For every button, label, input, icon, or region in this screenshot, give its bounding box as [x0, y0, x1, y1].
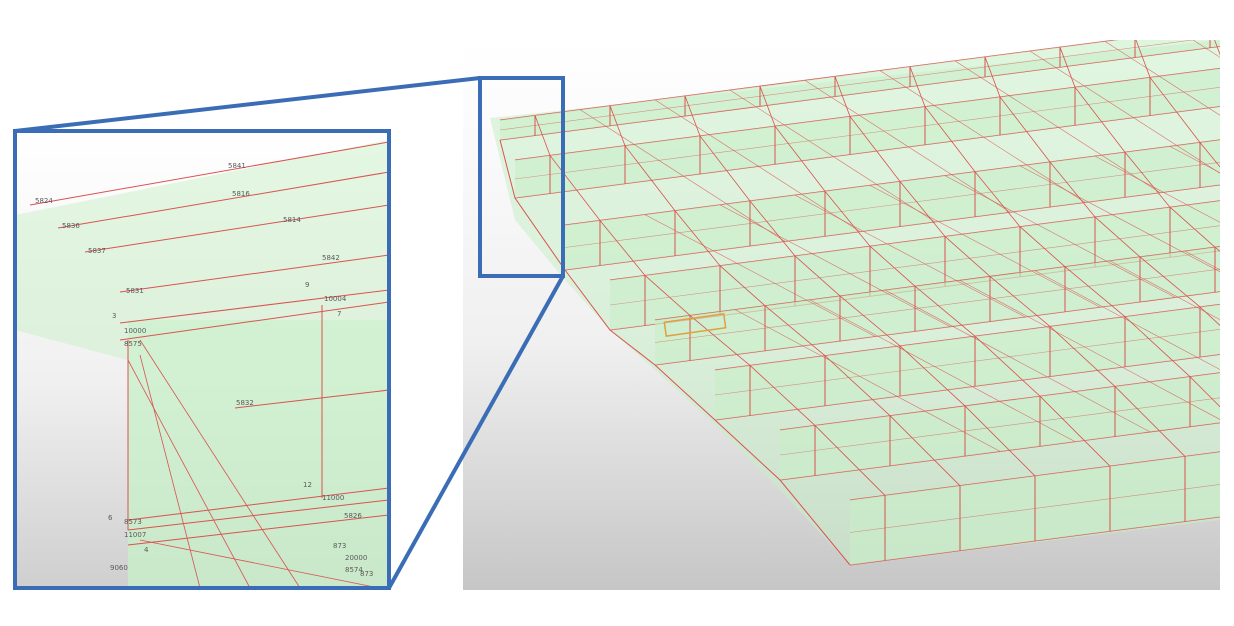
bracing-line	[654, 99, 861, 232]
bracing-line	[1109, 260, 1220, 321]
transverse-grid-line	[984, 56, 1220, 326]
inset-diagonal-line	[139, 539, 382, 588]
highlighted-element	[663, 313, 727, 337]
node-label: 8575	[124, 340, 142, 348]
bracing-line	[579, 109, 786, 242]
transverse-grid-line	[684, 95, 1036, 477]
bracing-line	[944, 175, 1176, 298]
source-region-box	[478, 76, 565, 278]
node-label: 3	[112, 312, 116, 320]
bracing-line	[884, 289, 1151, 433]
girder-mid-line	[564, 162, 1220, 248]
node-label: 10004	[324, 295, 347, 303]
node-label: 9060	[110, 564, 128, 572]
bracing-line	[804, 80, 1011, 213]
bracing-line	[794, 194, 1026, 318]
node-label: 11007	[124, 531, 146, 539]
bracing-line	[1029, 50, 1220, 174]
transverse-grid-line	[909, 66, 1220, 408]
inset-frame	[13, 129, 391, 590]
node-label: 9	[305, 281, 309, 289]
inset-mesh-line	[127, 514, 389, 546]
node-label: 8574	[345, 566, 363, 574]
node-label: 5832	[236, 399, 254, 407]
inset-mesh-line	[57, 171, 389, 229]
transverse-grid-line	[534, 115, 886, 496]
bracing-line	[959, 280, 1220, 420]
inset-web-panel	[128, 320, 389, 588]
inset-mesh-line	[119, 254, 389, 293]
bracing-line	[1104, 41, 1220, 116]
node-label: 5831	[126, 287, 144, 295]
transverse-grid-line	[834, 76, 1186, 457]
transverse-grid-line	[759, 86, 1111, 467]
bracing-line	[734, 309, 1001, 452]
bracing-line	[879, 70, 1086, 203]
inset-mesh-line	[234, 389, 389, 409]
bracing-line	[869, 185, 1101, 308]
transverse-grid-line	[609, 105, 961, 486]
callout-line-bottom	[387, 275, 565, 589]
bracing-line	[1034, 270, 1220, 370]
node-label: 5814	[283, 216, 301, 224]
callout-line-top	[14, 76, 481, 133]
zoom-callout	[13, 76, 565, 590]
bracing-line	[644, 214, 876, 337]
node-label: 5824	[35, 197, 53, 205]
node-label: 873	[333, 542, 346, 550]
girder-mid-line	[714, 329, 1220, 396]
node-label: 6	[108, 514, 113, 522]
girder-mid-line	[654, 268, 1220, 343]
girder-mid-line	[849, 484, 1220, 533]
bracing-line	[1019, 165, 1220, 273]
inset-mesh-line	[127, 487, 389, 521]
inset-mesh-line	[29, 141, 389, 206]
bracing-line	[1192, 40, 1220, 58]
bracing-line	[729, 89, 936, 223]
node-label: 4	[144, 546, 149, 554]
inset-mesh-line	[127, 499, 389, 531]
node-label: 5841	[228, 162, 246, 170]
girder-mid-line	[779, 397, 1220, 456]
bracing-line	[1094, 155, 1220, 223]
girder-mid-line	[514, 87, 1220, 180]
bracing-line	[954, 60, 1161, 193]
deck-edge-line	[499, 139, 851, 566]
inset-diagonal-line	[139, 339, 301, 588]
node-label: 11000	[322, 494, 344, 502]
girder-mid-line	[609, 225, 1220, 306]
transverse-grid-line	[1135, 40, 1220, 168]
transverse-grid-line	[1059, 47, 1220, 252]
bracing-line	[809, 299, 1076, 442]
node-label: 20000	[345, 554, 367, 562]
node-label: 5816	[232, 190, 250, 198]
node-label: 873	[360, 570, 373, 578]
node-label: 7	[337, 310, 341, 318]
inset-zoom-view: 5824 5841 5836 5816 5837 5814 5842 5831 9 10004 3 7…	[15, 131, 389, 588]
node-label: 8573	[124, 518, 142, 526]
bracing-line	[719, 204, 951, 327]
inset-mesh-line	[119, 301, 389, 341]
main-3d-view	[463, 40, 1220, 590]
inset-mesh-line	[119, 289, 389, 324]
node-label: 12	[303, 481, 312, 489]
node-label: 5837	[88, 247, 106, 255]
inset-diagonal-line	[127, 359, 251, 588]
inset-diagonal-line	[139, 354, 201, 588]
node-label: 10000	[124, 327, 146, 335]
girder-web	[500, 40, 1220, 140]
main-mesh	[490, 40, 1220, 566]
inset-mesh-line	[84, 204, 389, 253]
node-label: 5842	[322, 254, 340, 262]
node-label: 5836	[62, 222, 80, 230]
bracing-line	[1169, 146, 1220, 174]
node-label: 5826	[344, 512, 362, 520]
inset-mesh: 5824 5841 5836 5816 5837 5814 5842 5831 9 10004 3 7…	[15, 140, 389, 588]
girder-mid-line	[499, 40, 1195, 131]
